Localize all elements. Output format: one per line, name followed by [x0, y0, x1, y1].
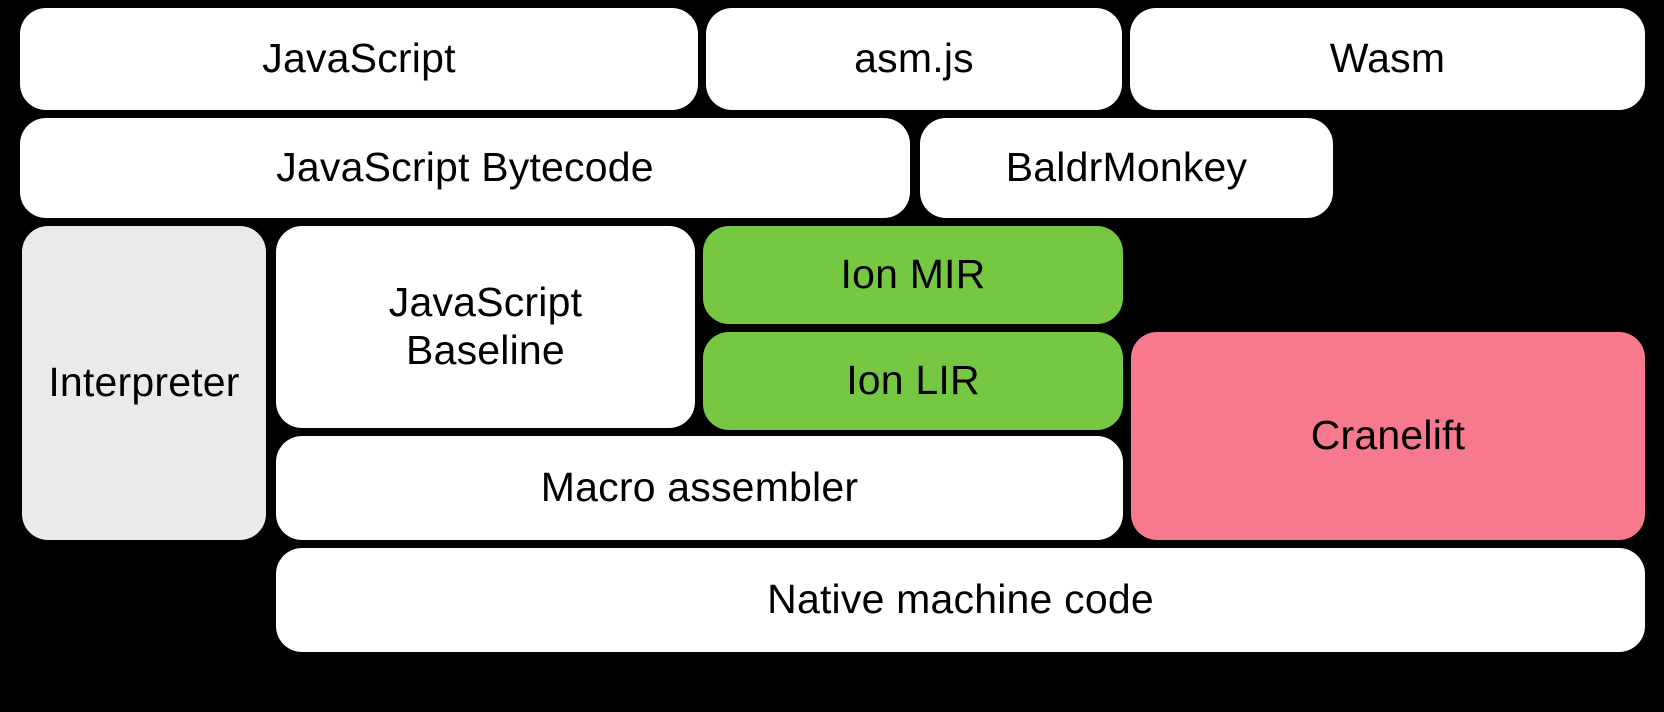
block-wasm: Wasm: [1130, 8, 1645, 110]
block-macro-assembler: Macro assembler: [276, 436, 1123, 540]
block-ion-lir: Ion LIR: [703, 332, 1123, 430]
block-native-machine-code: Native machine code: [276, 548, 1645, 652]
block-cranelift: Cranelift: [1131, 332, 1645, 540]
block-interpreter: Interpreter: [22, 226, 266, 540]
block-javascript-bytecode: JavaScript Bytecode: [20, 118, 910, 218]
block-javascript: JavaScript: [20, 8, 698, 110]
block-ion-mir: Ion MIR: [703, 226, 1123, 324]
block-baldrmonkey: BaldrMonkey: [920, 118, 1333, 218]
block-asm-js: asm.js: [706, 8, 1122, 110]
block-javascript-baseline: JavaScript Baseline: [276, 226, 695, 428]
